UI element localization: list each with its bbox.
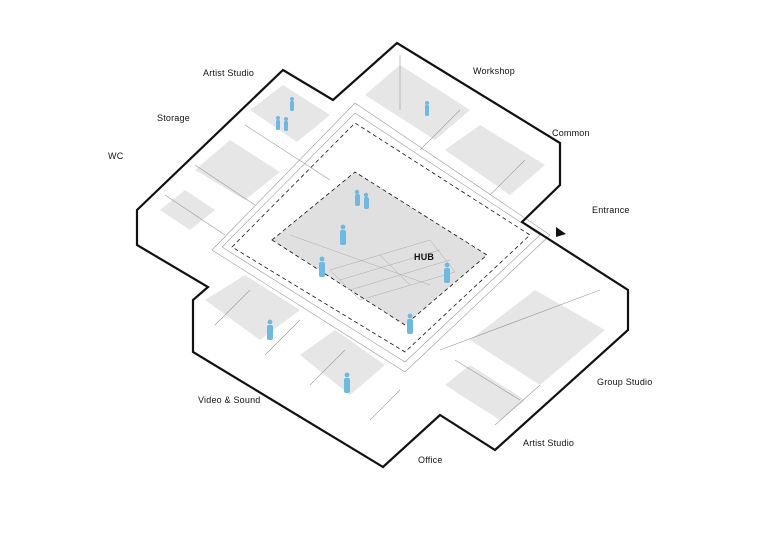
- person-icon: [363, 192, 369, 209]
- person-icon: [290, 97, 294, 111]
- person-icon: [344, 372, 350, 393]
- person-icon: [354, 189, 360, 206]
- person-icon: [444, 262, 450, 283]
- label-video-sound: Video & Sound: [198, 395, 261, 405]
- label-artist-studio-bottom: Artist Studio: [523, 438, 575, 448]
- person-icon: [407, 313, 413, 334]
- person-icon: [267, 319, 273, 340]
- label-entrance: Entrance: [592, 205, 630, 215]
- people-figures: [267, 97, 450, 393]
- label-workshop: Workshop: [473, 66, 515, 76]
- label-artist-studio-top: Artist Studio: [203, 68, 255, 78]
- room-floors: [160, 65, 605, 420]
- person-icon: [276, 116, 280, 130]
- label-wc: WC: [108, 151, 124, 161]
- entrance-arrow-icon: [556, 227, 566, 237]
- label-office: Office: [418, 455, 443, 465]
- hub-seating: [289, 234, 456, 301]
- person-icon: [425, 101, 429, 116]
- label-group-studio: Group Studio: [597, 377, 653, 387]
- label-common: Common: [552, 128, 590, 138]
- outer-wall: [135, 41, 630, 469]
- person-icon: [319, 256, 325, 277]
- person-icon: [284, 117, 288, 131]
- hub-floor: [271, 171, 488, 326]
- label-storage: Storage: [157, 113, 190, 123]
- label-hub: HUB: [414, 252, 435, 262]
- interior-walls: [164, 55, 601, 426]
- person-icon: [340, 224, 346, 245]
